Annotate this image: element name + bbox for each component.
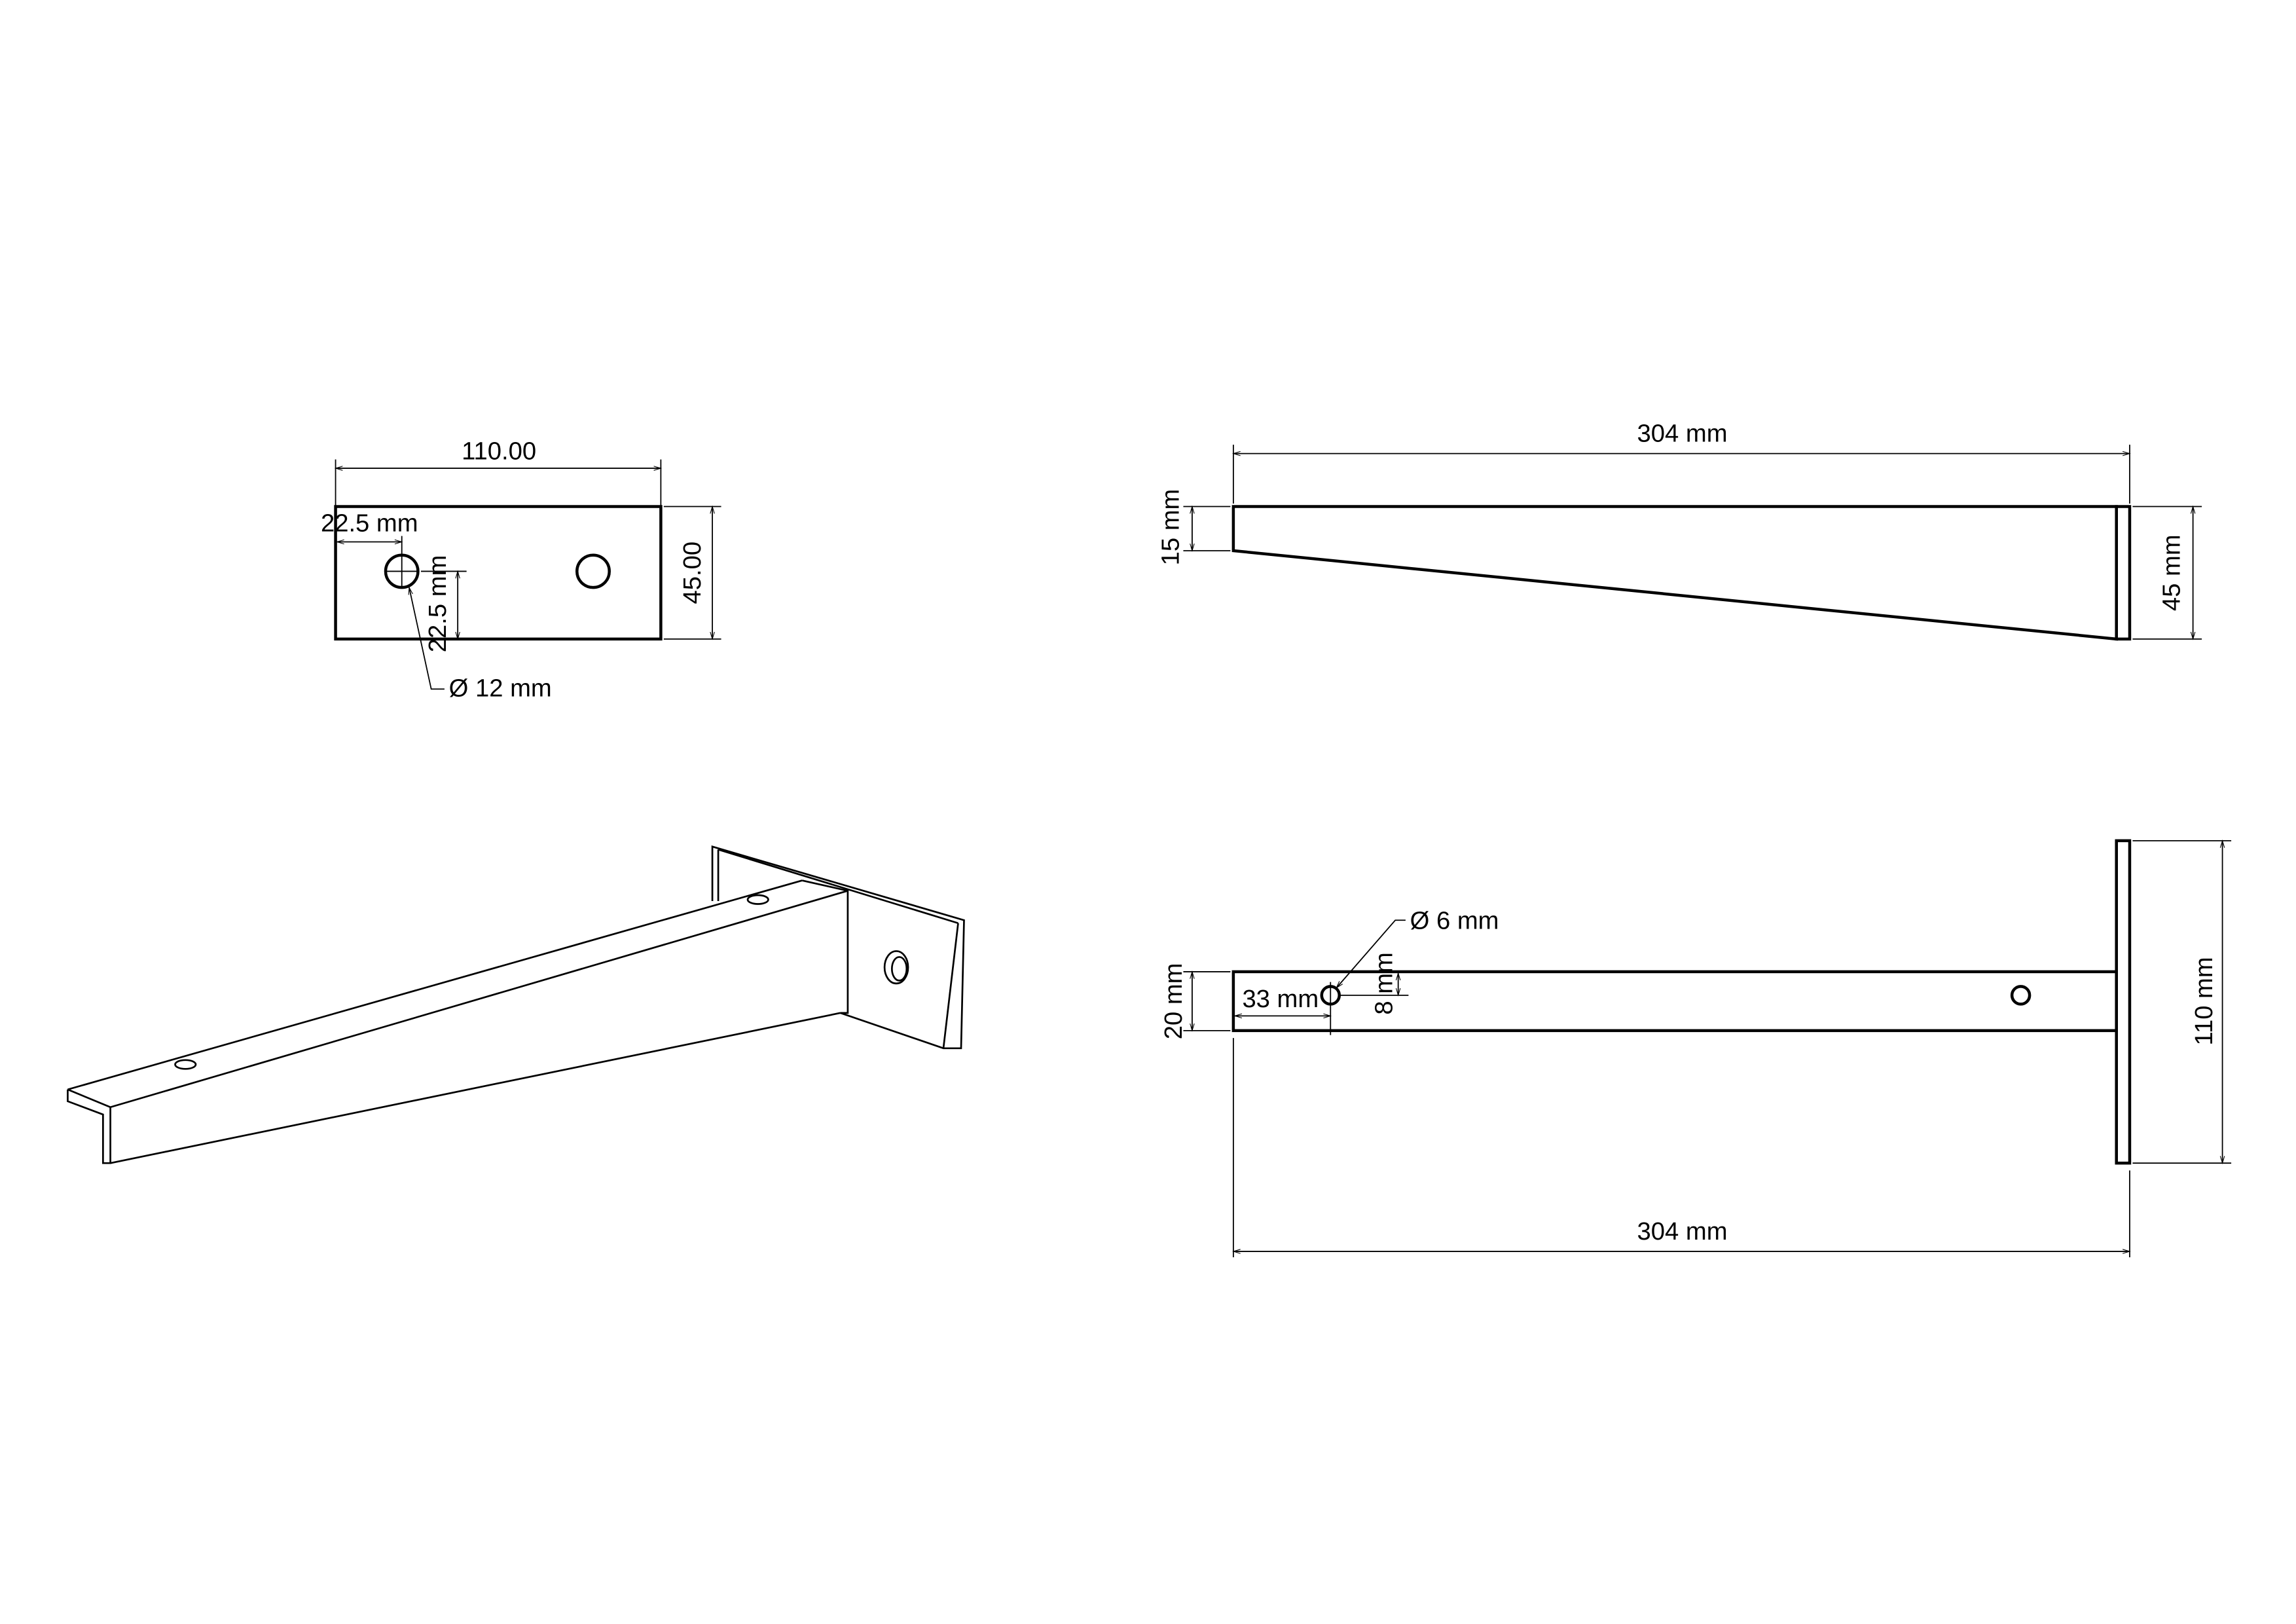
hole-diameter: Ø 12 mm: [449, 674, 552, 703]
top-view: 304 mm 15 mm 45 mm: [1157, 420, 2202, 641]
length-dimension-bottom: 304 mm: [1637, 1217, 1728, 1246]
hole-diameter-bottom: Ø 6 mm: [1410, 907, 1499, 935]
base-height-dimension: 45 mm: [2157, 534, 2185, 611]
plate-height-dimension: 110 mm: [2190, 957, 2218, 1045]
front-view: 110.00 45.00 22.5 mm 22.5 mm Ø 12 mm: [321, 437, 721, 703]
hole-y-offset-bottom: 8 mm: [1370, 952, 1398, 1015]
wall-plate: [2115, 839, 2132, 1165]
hole-x-offset: 22.5 mm: [321, 509, 418, 538]
isometric-view: [67, 845, 965, 1164]
height-dimension: 45.00: [678, 542, 706, 604]
width-dimension: 110.00: [462, 437, 536, 466]
length-dimension: 304 mm: [1637, 420, 1728, 448]
mounting-plate-outline: [334, 505, 663, 641]
hole-right: [575, 553, 611, 589]
iso-wall-plate: [711, 845, 965, 1050]
hole-x-offset-bottom: 33 mm: [1242, 985, 1319, 1013]
plate-profile: [2115, 505, 2132, 641]
bar-width-dimension: 20 mm: [1159, 963, 1188, 1039]
bottom-view: 20 mm 110 mm 304 mm 33 mm 8 mm Ø 6 mm: [1159, 839, 2232, 1258]
tip-height-dimension: 15 mm: [1157, 489, 1185, 566]
hole-far: [2010, 985, 2032, 1006]
hole-y-offset: 22.5 mm: [424, 555, 452, 653]
